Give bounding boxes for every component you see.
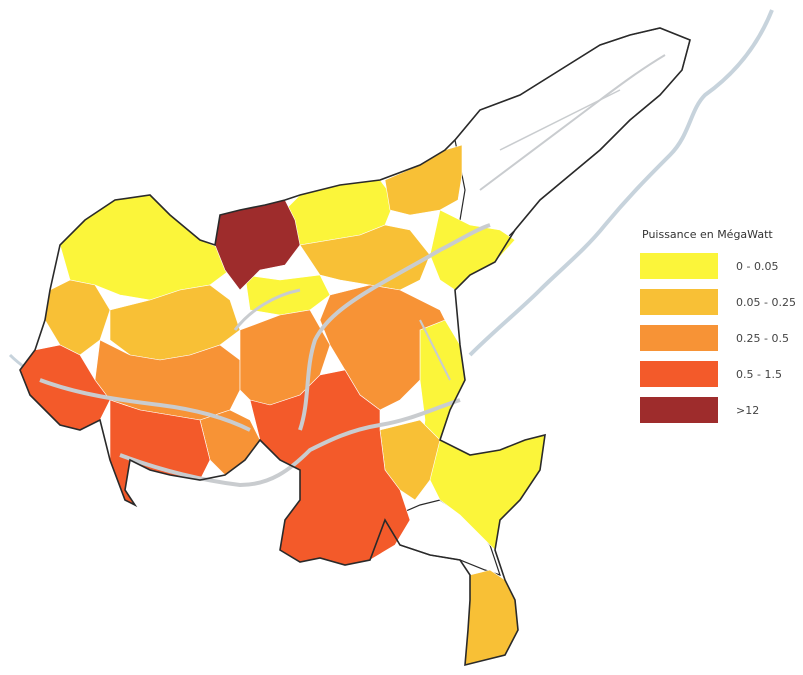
road xyxy=(499,89,621,151)
road xyxy=(298,223,491,431)
region-light-orange xyxy=(109,284,241,361)
road xyxy=(419,319,451,381)
territory-border xyxy=(19,27,691,667)
region-light-orange xyxy=(464,569,519,666)
road xyxy=(39,378,251,432)
legend-swatch xyxy=(640,325,718,351)
legend-label: 0 - 0.05 xyxy=(736,259,779,273)
legend-item: 0 - 0.05 xyxy=(640,253,800,279)
legend-label: >12 xyxy=(736,403,760,417)
legend-swatch xyxy=(640,253,718,279)
road xyxy=(479,54,666,191)
legend-item: 0.05 - 0.25 xyxy=(640,289,800,315)
legend-title: Puissance en MégaWatt xyxy=(642,228,773,241)
legend-item: >12 xyxy=(640,397,800,423)
legend-item: 0.25 - 0.5 xyxy=(640,325,800,351)
legend-label: 0.05 - 0.25 xyxy=(736,295,796,309)
legend-item: 0.5 - 1.5 xyxy=(640,361,800,387)
region-mid-orange xyxy=(319,284,446,411)
river-right xyxy=(468,9,774,357)
legend-swatch xyxy=(640,289,718,315)
legend: Puissance en MégaWatt 0 - 0.05 0.05 - 0.… xyxy=(640,228,800,433)
legend-swatch xyxy=(640,361,718,387)
road xyxy=(119,398,461,488)
legend-label: 0.25 - 0.5 xyxy=(736,331,789,345)
legend-label: 0.5 - 1.5 xyxy=(736,367,782,381)
region-light-orange xyxy=(384,144,463,216)
road xyxy=(233,288,301,331)
legend-swatch xyxy=(640,397,718,423)
